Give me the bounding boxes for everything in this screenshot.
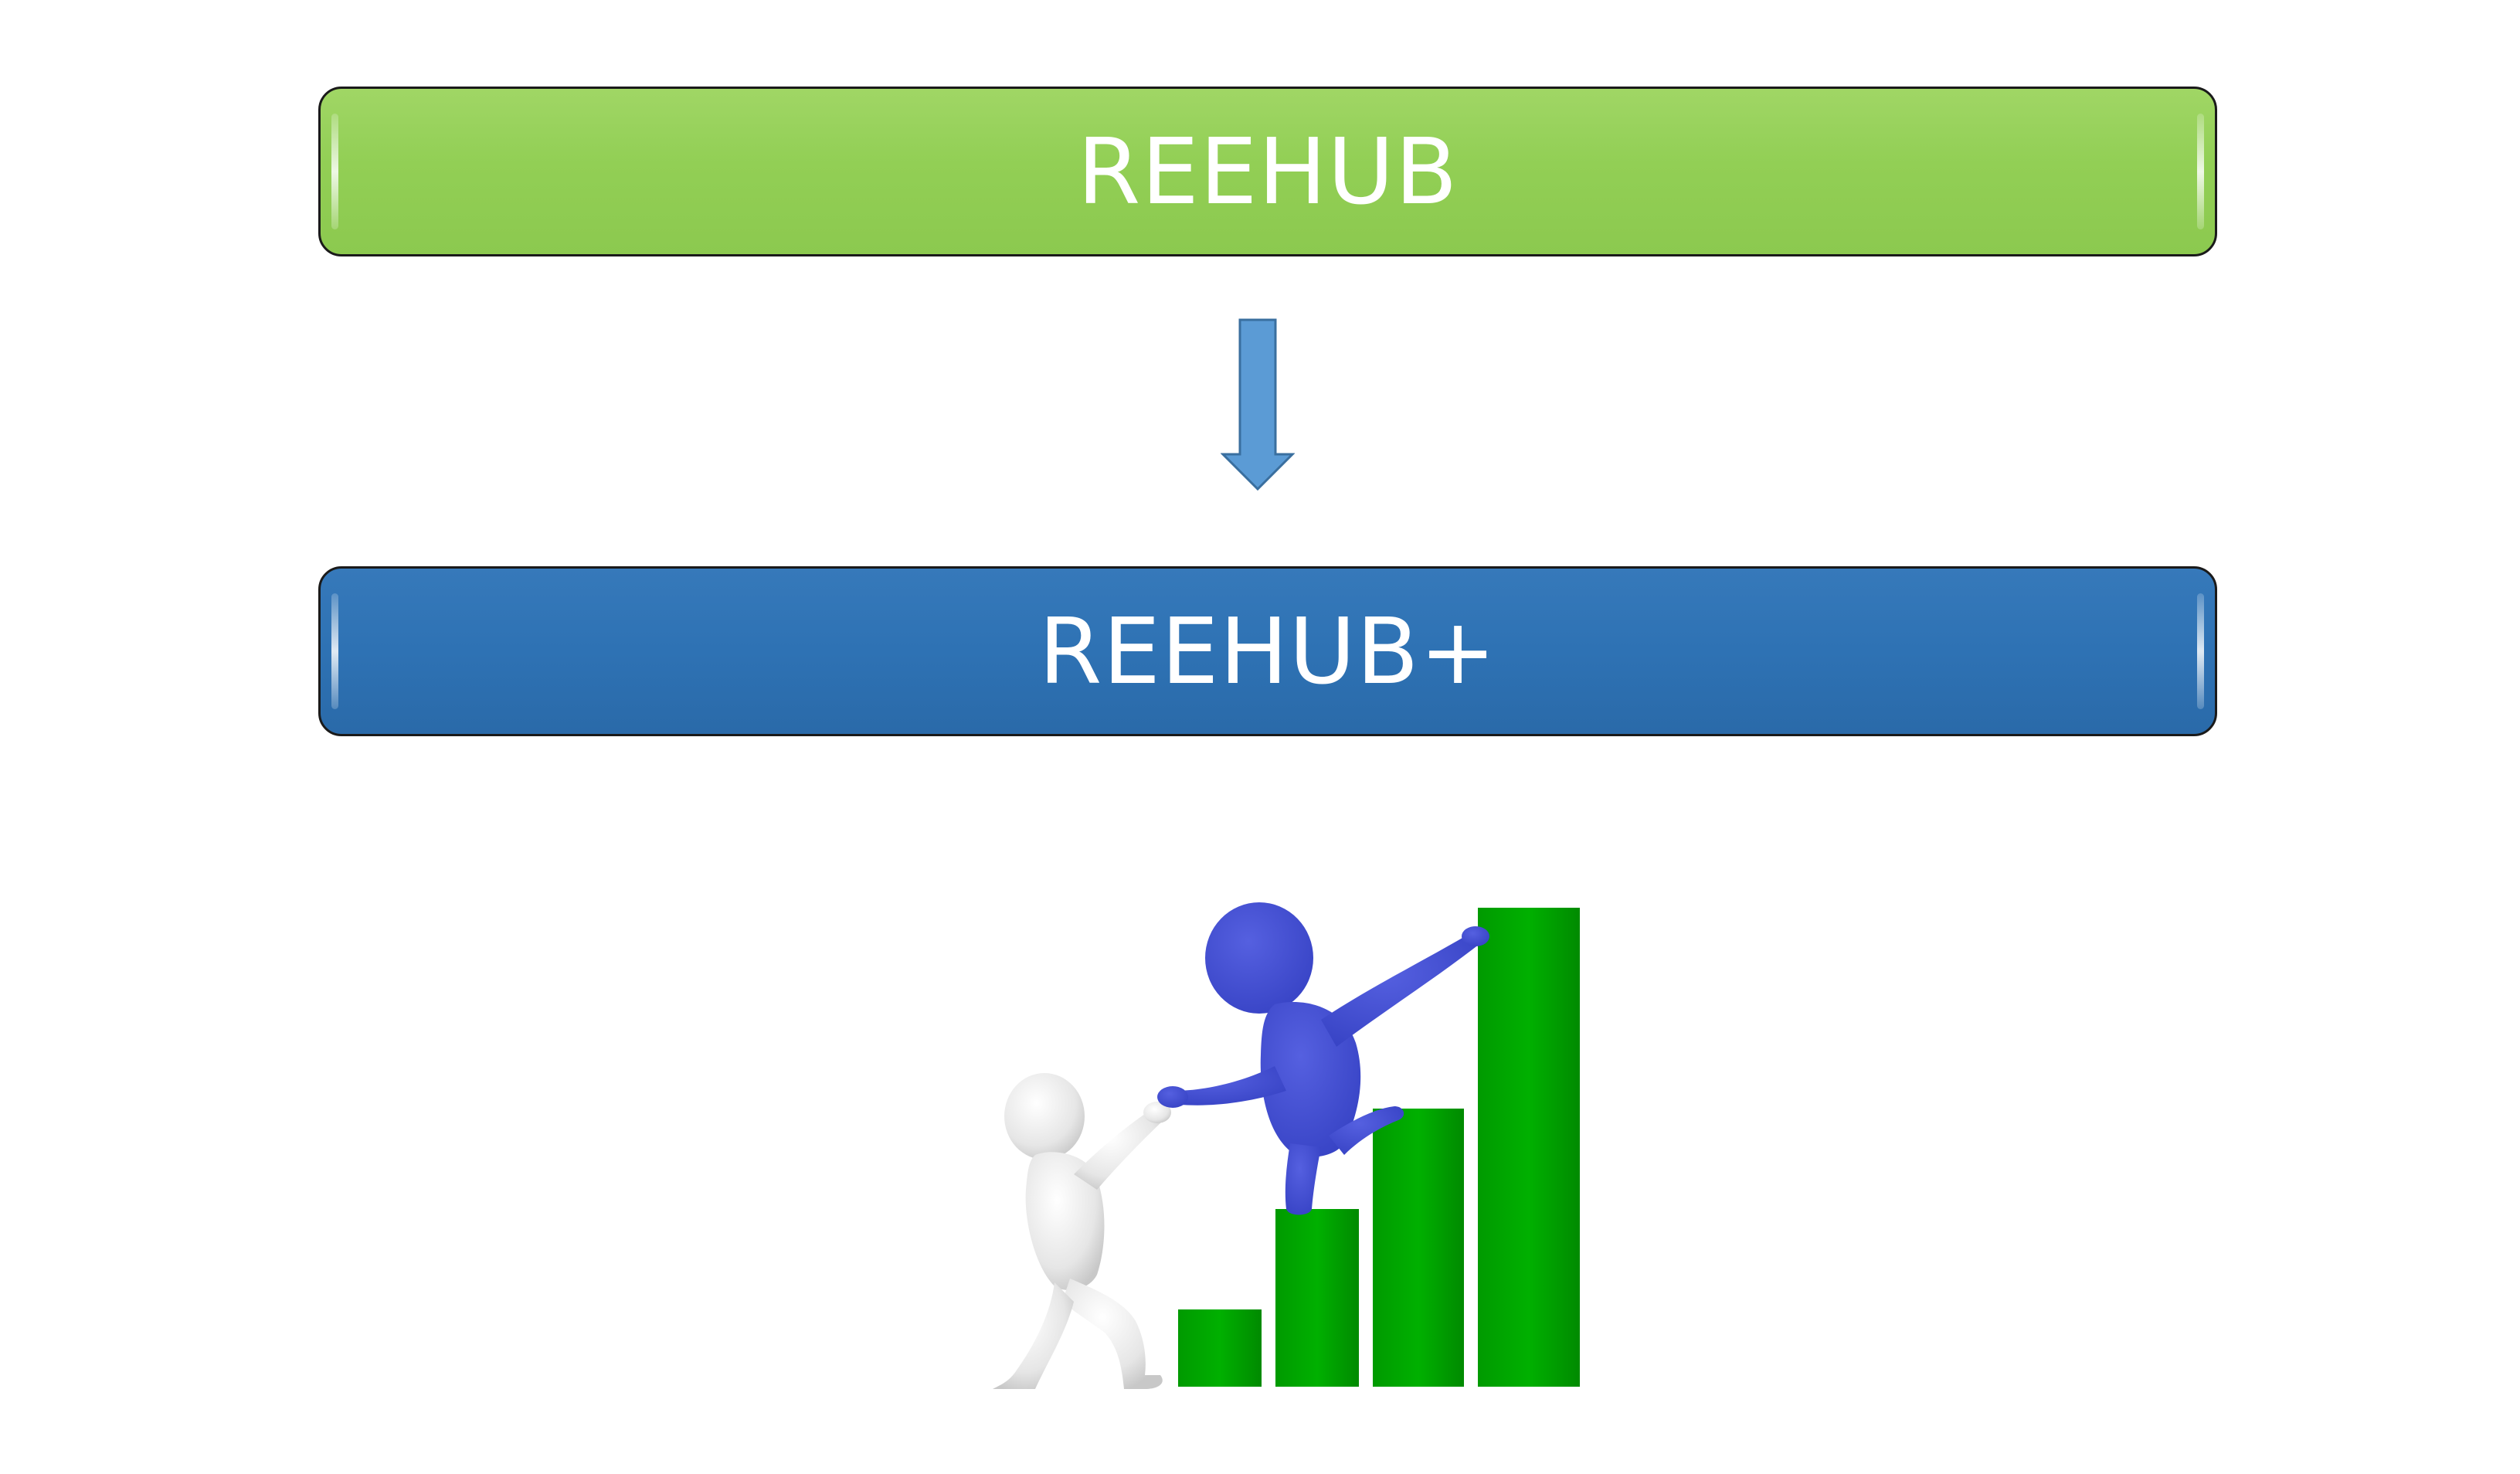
helping-hand-climbing-bar-chart-icon [993,902,1580,1389]
bar-chart-steps [1178,908,1580,1387]
down-arrow-icon [1221,318,1295,491]
reehub-plus-box: REEHUB+ [318,566,2217,736]
climber-figure [993,1073,1171,1389]
reehub-box: REEHUB [318,87,2217,256]
reehub-plus-label: REEHUB+ [1038,598,1497,705]
reehub-label: REEHUB [1077,118,1459,225]
helper-figure [1157,902,1489,1215]
